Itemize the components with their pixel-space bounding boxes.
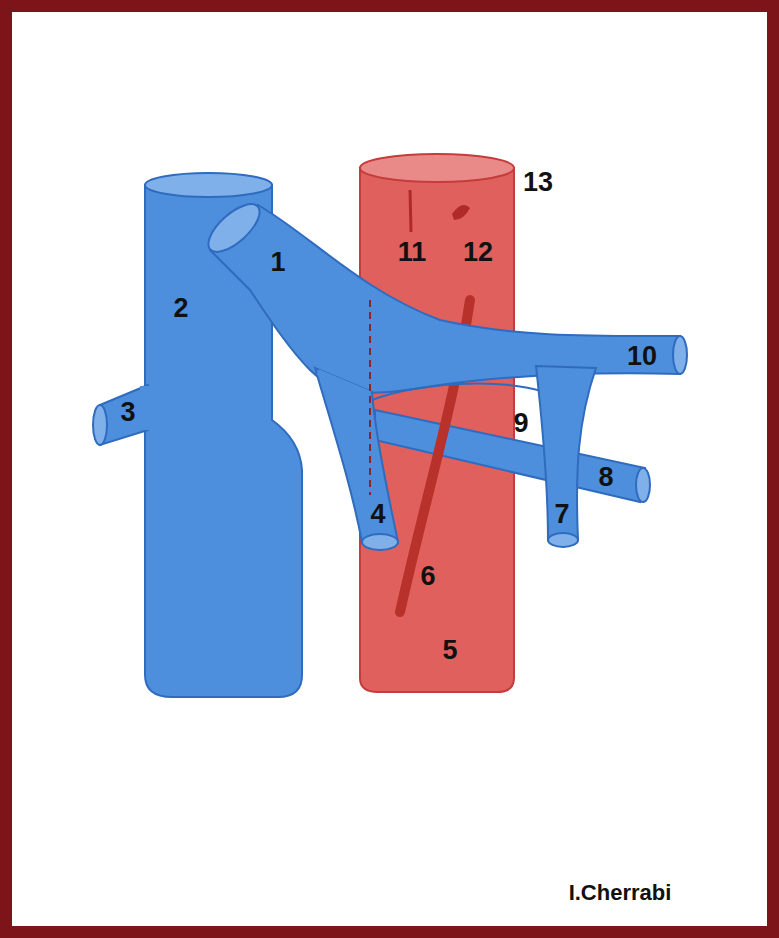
- author-signature: I.Cherrabi: [569, 882, 672, 904]
- callout-number: 5: [442, 637, 457, 664]
- vena-cava-opening: [145, 173, 272, 197]
- callout-number: 1: [270, 249, 285, 276]
- vein-joint: [539, 369, 593, 375]
- small-artery: [410, 190, 411, 232]
- vein-joint: [140, 386, 152, 430]
- vein-opening: [636, 468, 650, 502]
- callout-number: 11: [398, 239, 427, 266]
- callout-number: 9: [513, 410, 528, 437]
- callout-number: 2: [173, 295, 188, 322]
- callout-number: 4: [370, 501, 385, 528]
- frame-ground: [12, 12, 767, 926]
- vein-opening: [201, 196, 267, 260]
- vein-opening: [673, 336, 687, 374]
- hidden-edge: [369, 300, 371, 495]
- callout-number: 10: [627, 343, 657, 370]
- vein-joint: [318, 372, 370, 394]
- vein-branch: [315, 368, 398, 542]
- vein-opening: [548, 533, 578, 547]
- aorta-opening: [360, 154, 514, 182]
- callout-number: 3: [120, 399, 135, 426]
- vein-arch: [372, 384, 545, 400]
- callout-number: 12: [463, 239, 493, 266]
- vein-opening: [93, 405, 107, 445]
- small-artery-origin: [452, 205, 470, 220]
- vein-opening: [362, 534, 398, 550]
- renal-vein: [210, 205, 680, 393]
- callout-number: 6: [420, 563, 435, 590]
- vein-branch: [536, 366, 596, 540]
- vein-crossing: [375, 410, 645, 502]
- callout-number: 7: [554, 501, 569, 528]
- callout-number: 13: [523, 169, 553, 196]
- callout-number: 8: [598, 464, 613, 491]
